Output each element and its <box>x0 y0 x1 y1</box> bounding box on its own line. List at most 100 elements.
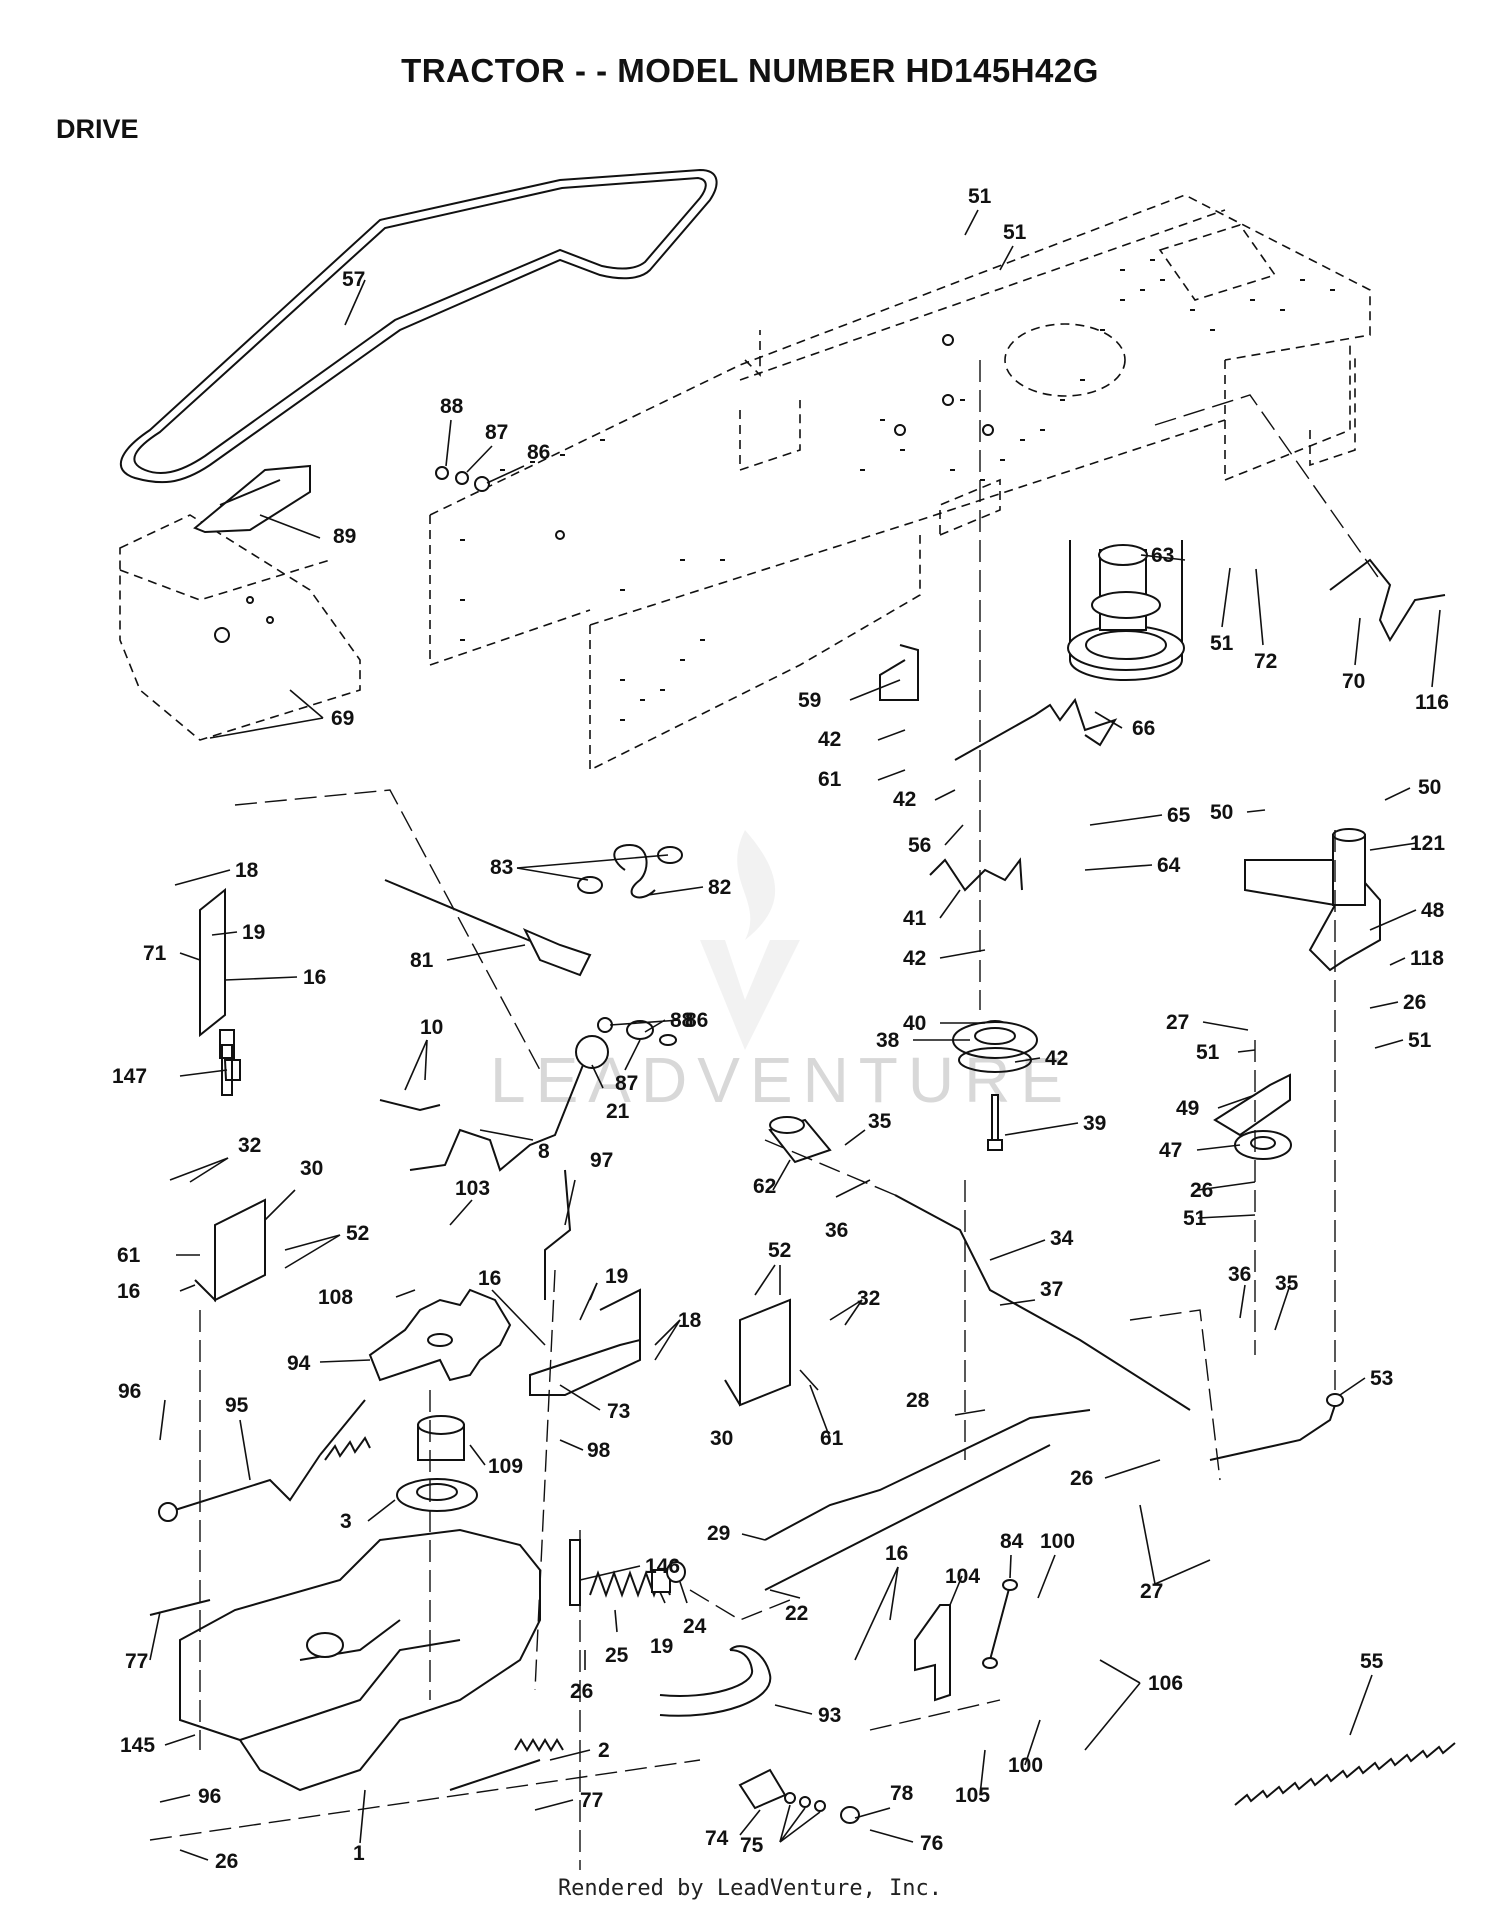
callout-16: 16 <box>885 1542 908 1565</box>
bracket-73 <box>529 1288 641 1396</box>
callout-26: 26 <box>1190 1179 1213 1202</box>
bracket-30-right <box>724 1298 791 1407</box>
callout-49: 49 <box>1176 1097 1199 1120</box>
callout-18: 18 <box>678 1309 702 1332</box>
callout-146: 146 <box>645 1555 680 1578</box>
callout-87: 87 <box>485 421 508 444</box>
callout-53: 53 <box>1370 1367 1393 1390</box>
callout-89: 89 <box>333 525 356 548</box>
bolt-147 <box>221 1044 233 1096</box>
callout-61: 61 <box>818 768 842 791</box>
callout-72: 72 <box>1254 650 1277 673</box>
bracket-30-left <box>194 1198 266 1303</box>
callout-82: 82 <box>708 876 731 899</box>
callout-26: 26 <box>570 1680 593 1703</box>
callout-56: 56 <box>908 834 931 857</box>
callout-2: 2 <box>598 1739 610 1762</box>
callout-63: 63 <box>1151 544 1174 567</box>
callout-42: 42 <box>893 788 916 811</box>
clip-59 <box>879 644 919 701</box>
callout-8: 8 <box>538 1140 550 1163</box>
callout-51: 51 <box>1003 221 1027 244</box>
callout-35: 35 <box>1275 1272 1299 1295</box>
callout-10: 10 <box>420 1016 443 1039</box>
clip-70 <box>1329 558 1446 643</box>
callout-73: 73 <box>607 1400 630 1423</box>
callout-66: 66 <box>1132 717 1155 740</box>
callout-27: 27 <box>1166 1011 1189 1034</box>
fan-hub <box>417 1415 465 1461</box>
callout-77: 77 <box>125 1650 148 1673</box>
callout-62: 62 <box>753 1175 776 1198</box>
spacer-19 <box>651 1569 671 1593</box>
callout-25: 25 <box>605 1644 629 1667</box>
nut-24 <box>666 1561 686 1583</box>
callout-1: 1 <box>353 1842 365 1865</box>
hose-93 <box>659 1645 772 1717</box>
callout-81: 81 <box>410 949 434 972</box>
callout-36: 36 <box>825 1219 848 1242</box>
callout-26: 26 <box>215 1850 238 1873</box>
callout-32: 32 <box>238 1134 261 1157</box>
callout-26: 26 <box>1403 991 1426 1014</box>
callout-86: 86 <box>527 441 550 464</box>
callout-96: 96 <box>198 1785 221 1808</box>
callout-94: 94 <box>287 1352 311 1375</box>
callout-19: 19 <box>242 921 265 944</box>
callout-109: 109 <box>488 1455 523 1478</box>
callout-16: 16 <box>117 1280 140 1303</box>
transaxle <box>149 1528 541 1792</box>
callout-28: 28 <box>906 1389 930 1412</box>
callout-96: 96 <box>118 1380 141 1403</box>
callout-52: 52 <box>346 1222 369 1245</box>
callout-77: 77 <box>580 1789 603 1812</box>
callout-51: 51 <box>968 185 992 208</box>
spring-55 <box>1234 1742 1456 1806</box>
callout-37: 37 <box>1040 1278 1063 1301</box>
washer-set-middle <box>597 1017 677 1046</box>
callout-106: 106 <box>1148 1672 1183 1695</box>
callout-38: 38 <box>876 1029 900 1052</box>
callout-40: 40 <box>903 1012 926 1035</box>
engine-pulley <box>1067 540 1185 681</box>
callout-16: 16 <box>478 1267 501 1290</box>
bolt-146 <box>569 1539 581 1606</box>
callout-65: 65 <box>1167 804 1191 827</box>
washers-75 <box>784 1792 860 1824</box>
callout-19: 19 <box>605 1265 628 1288</box>
callout-74: 74 <box>705 1827 729 1850</box>
callout-36: 36 <box>1228 1263 1251 1286</box>
callout-50: 50 <box>1210 801 1233 824</box>
callout-41: 41 <box>903 907 927 930</box>
watermark-logo <box>700 830 800 1050</box>
callout-98: 98 <box>587 1439 611 1462</box>
callout-145: 145 <box>120 1734 155 1757</box>
callout-51: 51 <box>1183 1207 1207 1230</box>
front-pedestal <box>119 514 361 741</box>
tube-74 <box>738 1768 787 1810</box>
callout-147: 147 <box>112 1065 147 1088</box>
callout-57: 57 <box>342 268 365 291</box>
callout-108: 108 <box>318 1286 353 1309</box>
tube-62 <box>768 1116 832 1164</box>
callout-55: 55 <box>1360 1650 1384 1673</box>
callout-42: 42 <box>903 947 926 970</box>
callout-103: 103 <box>455 1177 490 1200</box>
callout-47: 47 <box>1159 1139 1182 1162</box>
control-lever <box>379 1035 609 1172</box>
callout-88: 88 <box>670 1009 694 1032</box>
callout-18: 18 <box>235 859 259 882</box>
callout-50: 50 <box>1418 776 1441 799</box>
callout-52: 52 <box>768 1239 791 1262</box>
callout-93: 93 <box>818 1704 841 1727</box>
rod-97 <box>544 1169 572 1300</box>
callout-32: 32 <box>857 1287 880 1310</box>
callout-51: 51 <box>1210 632 1234 655</box>
callout-59: 59 <box>798 689 821 712</box>
rod-28 <box>764 1409 1091 1541</box>
link-84 <box>982 1579 1018 1669</box>
callout-22: 22 <box>785 1602 808 1625</box>
callout-118: 118 <box>1410 947 1444 970</box>
callout-64: 64 <box>1157 854 1181 877</box>
tractor-frame <box>429 194 1371 772</box>
